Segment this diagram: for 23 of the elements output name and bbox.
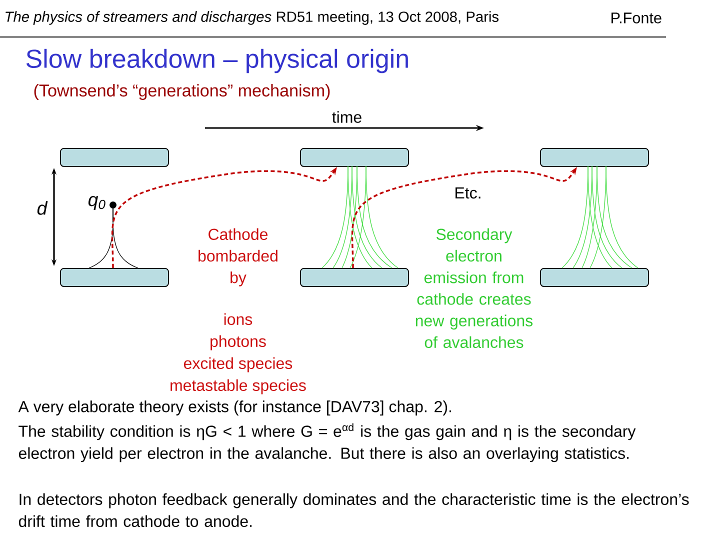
electrode-plate bbox=[300, 268, 409, 287]
dimension-label: d bbox=[37, 201, 48, 215]
paragraph: A very elaborate theory exists (for instance [DAV73] chap. 2). bbox=[18, 400, 452, 416]
note-text: Etc. bbox=[456, 187, 480, 199]
note-text: Cathode bombarded by bbox=[198, 228, 278, 286]
axis-label: time bbox=[332, 111, 362, 123]
electrode-plate bbox=[540, 148, 649, 167]
note-text: Secondary electron emission from cathode creates new generations of avalanches bbox=[416, 228, 533, 348]
header-text: The physics of streamers and discharges RD51 meeting, 13 Oct 2008, Paris bbox=[6, 11, 499, 25]
subtitle: (Townsend’s “generations” mechanism) bbox=[34, 84, 330, 100]
list-item: excited species bbox=[184, 357, 292, 372]
electrode-plate bbox=[60, 148, 169, 167]
electrode-plate bbox=[60, 268, 169, 287]
list-item: metastable species bbox=[170, 379, 306, 394]
paragraph: The stability condition is ηG < 1 where G = e$^{αd}$ is the gas gain and η is the secondary electron yield per electron in the avalanche. But there is also an overlaying statistics. bbox=[18, 423, 636, 462]
list-item: ions bbox=[224, 313, 252, 325]
paragraph: In detectors photon feedback generally dominates and the characteristic time is the electron’s drift time from cathode to anode. bbox=[18, 493, 689, 528]
author-name: P.Fonte bbox=[612, 12, 662, 24]
charge-label: q$_{0}$ bbox=[88, 196, 106, 210]
slide-title: Slow breakdown – physical origin bbox=[26, 48, 408, 74]
electrode-plate bbox=[540, 268, 649, 287]
electrode-plate bbox=[300, 148, 409, 167]
list-item: photons bbox=[210, 335, 266, 350]
